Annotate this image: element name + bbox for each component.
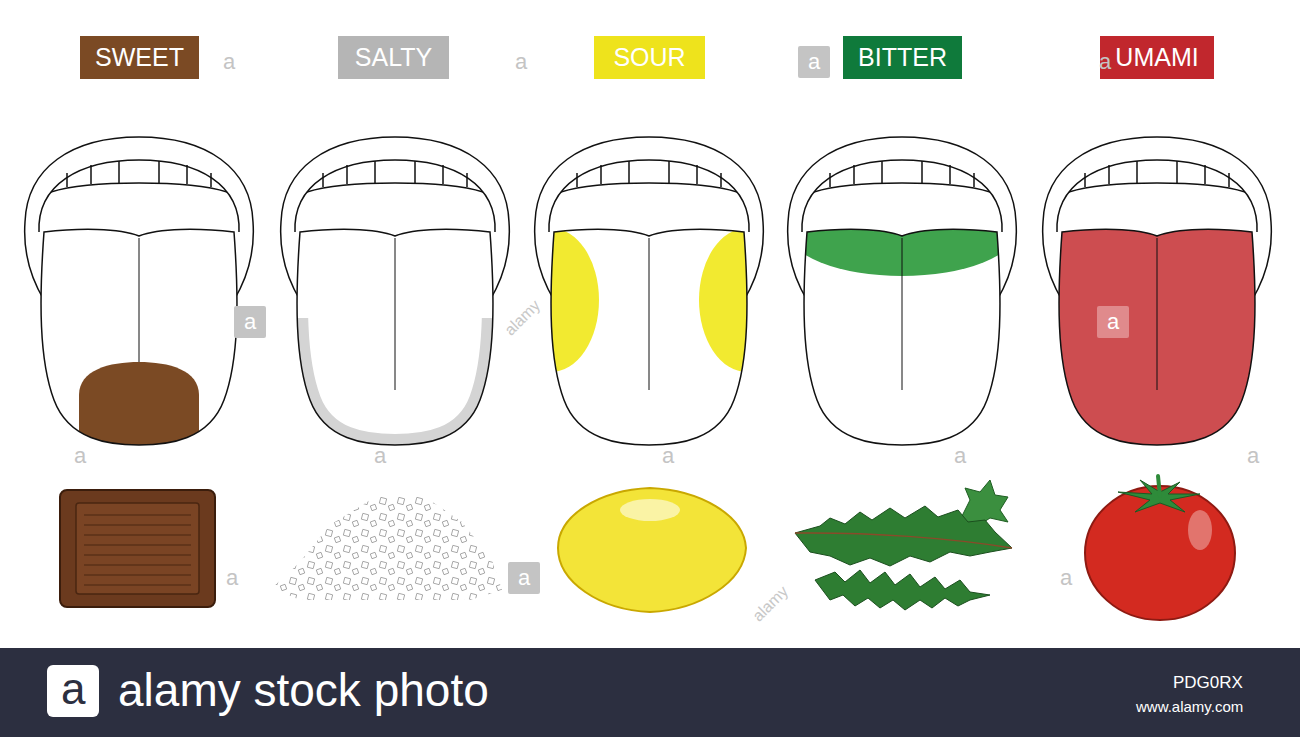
- brand-name: alamy stock photo: [118, 665, 489, 716]
- watermark: a: [234, 306, 266, 338]
- taste-name: SWEET: [81, 36, 198, 79]
- watermark: alamy: [749, 582, 792, 625]
- chocolate-bar: [60, 490, 215, 607]
- salt-pile: [272, 497, 502, 600]
- taste-label: BITTER: [843, 36, 962, 79]
- taste-name: UMAMI: [1101, 36, 1212, 79]
- watermark: a: [662, 444, 674, 468]
- taste-label: SOUR: [594, 36, 705, 79]
- watermark: a: [1247, 444, 1259, 468]
- watermark: a: [74, 444, 86, 468]
- watermark: a: [1060, 566, 1072, 590]
- watermark: a: [374, 444, 386, 468]
- taste-name: BITTER: [844, 36, 961, 79]
- watermark: a: [954, 444, 966, 468]
- image-id: PDG0RX: [1173, 674, 1243, 693]
- watermark: a: [223, 50, 235, 74]
- taste-name: SALTY: [341, 36, 446, 79]
- tongue-umami: [1043, 137, 1272, 445]
- taste-label: UMAMI: [1100, 36, 1214, 79]
- tongue-salty: [281, 137, 510, 445]
- logo-square: [47, 665, 99, 717]
- tongue-sweet: [25, 137, 254, 445]
- tongue-sour: [503, 137, 795, 445]
- watermark: a: [515, 50, 527, 74]
- taste-name: SOUR: [599, 36, 699, 79]
- bitter-greens: [795, 480, 1012, 610]
- watermark: a: [1099, 50, 1111, 74]
- lemon: [558, 488, 746, 612]
- watermark: a: [1097, 306, 1129, 338]
- taste-label: SALTY: [338, 36, 449, 79]
- watermark: a: [226, 566, 238, 590]
- website: www.alamy.com: [1136, 699, 1243, 716]
- tongue-bitter: [787, 137, 1017, 445]
- taste-label: SWEET: [80, 36, 199, 79]
- logo-letter: a: [61, 665, 85, 713]
- watermark: alamy: [501, 296, 544, 339]
- watermark: a: [798, 46, 830, 78]
- tomato: [1085, 476, 1235, 620]
- footer-bar: [0, 648, 1300, 737]
- watermark: a: [508, 562, 540, 594]
